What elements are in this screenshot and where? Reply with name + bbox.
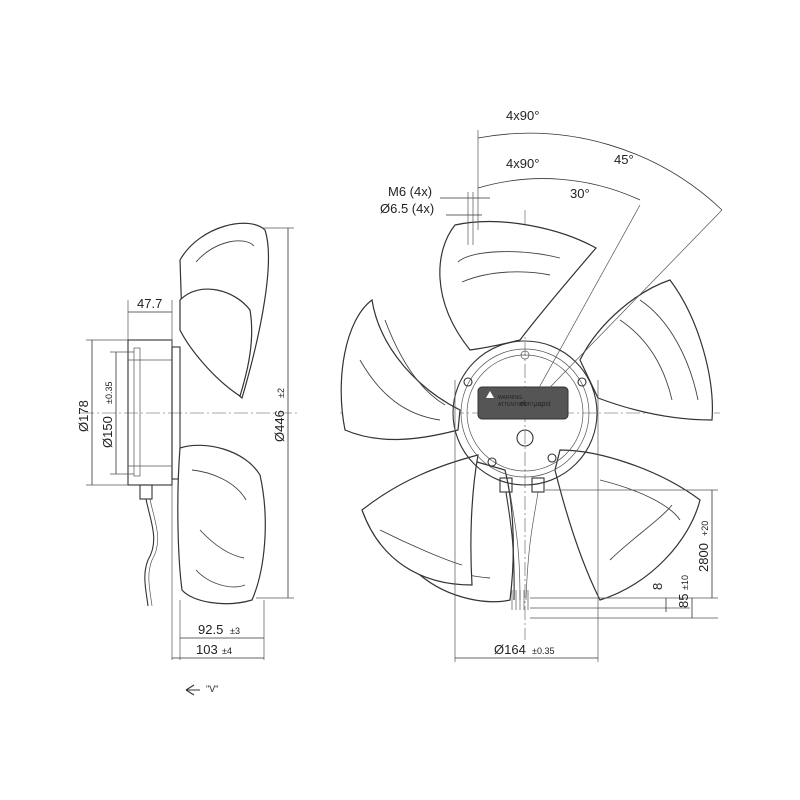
- front-view: WARNING ATTENTION ebmpapst 4x90° 4x90° 4…: [340, 108, 723, 662]
- dim-cable-length: 2800: [696, 543, 711, 572]
- dim-mount-diameter: Ø150: [100, 416, 115, 448]
- label-warning: WARNING: [498, 395, 522, 401]
- dim-fan-diameter: Ø446: [272, 410, 287, 442]
- cable-gland: [139, 484, 153, 500]
- mount-hole-3: [487, 457, 497, 467]
- dim-wire-end: 8: [650, 583, 665, 590]
- dim-bolt-circle: Ø164: [494, 642, 526, 657]
- mount-hole-1: [463, 377, 473, 387]
- motor-housing: [127, 339, 173, 486]
- side-view: 47.7 Ø178 Ø150 ±0.35 Ø446 ±2 92.5 ±3 103…: [76, 222, 300, 696]
- label-attention: ATTENTION: [498, 402, 526, 408]
- mount-hole-2: [577, 377, 587, 387]
- airflow-symbol: "V": [206, 684, 218, 694]
- front-blade-4: [361, 454, 514, 603]
- cable: [144, 498, 155, 607]
- dim-thread: M6 (4x): [388, 184, 432, 199]
- front-blade-1: [439, 220, 597, 351]
- dim-angle-30: 30°: [570, 186, 590, 201]
- front-blade-3: [554, 449, 701, 601]
- label-plate: [477, 386, 569, 420]
- dim-cable-length-tol: +20: [700, 521, 710, 536]
- dim-depth-1: 92.5: [198, 622, 223, 637]
- warning-icon: [486, 391, 494, 398]
- label-brand: ebmpapst: [520, 401, 551, 408]
- arc-30: [477, 178, 641, 201]
- dim-angle-mid: 4x90°: [506, 156, 539, 171]
- dim-hole: Ø6.5 (4x): [380, 201, 434, 216]
- dim-bolt-circle-tol: ±0.35: [532, 646, 554, 656]
- arc-45: [477, 132, 723, 211]
- dim-fan-diameter-tol: ±2: [276, 388, 286, 398]
- dim-strip-length: 85: [676, 594, 691, 608]
- airflow-arrow-icon: [185, 684, 200, 696]
- dim-depth-1-tol: ±3: [230, 626, 240, 636]
- front-blade-5: [340, 298, 461, 441]
- dim-strip-length-tol: ±10: [680, 575, 690, 590]
- front-blade-2: [579, 279, 713, 421]
- dim-hub-diameter: Ø178: [76, 400, 91, 432]
- dim-angle-45: 45°: [614, 152, 634, 167]
- dim-hub-depth: 47.7: [137, 296, 162, 311]
- dim-depth-2-tol: ±4: [222, 646, 232, 656]
- dim-mount-diameter-tol: ±0.35: [104, 382, 114, 404]
- terminal-cap: [516, 429, 534, 447]
- dim-angle-top: 4x90°: [506, 108, 539, 123]
- mount-hole-4: [547, 453, 557, 463]
- hub: [452, 340, 598, 486]
- dim-depth-2: 103: [196, 642, 218, 657]
- side-blade-lower: [177, 444, 266, 605]
- front-cable: [505, 491, 515, 601]
